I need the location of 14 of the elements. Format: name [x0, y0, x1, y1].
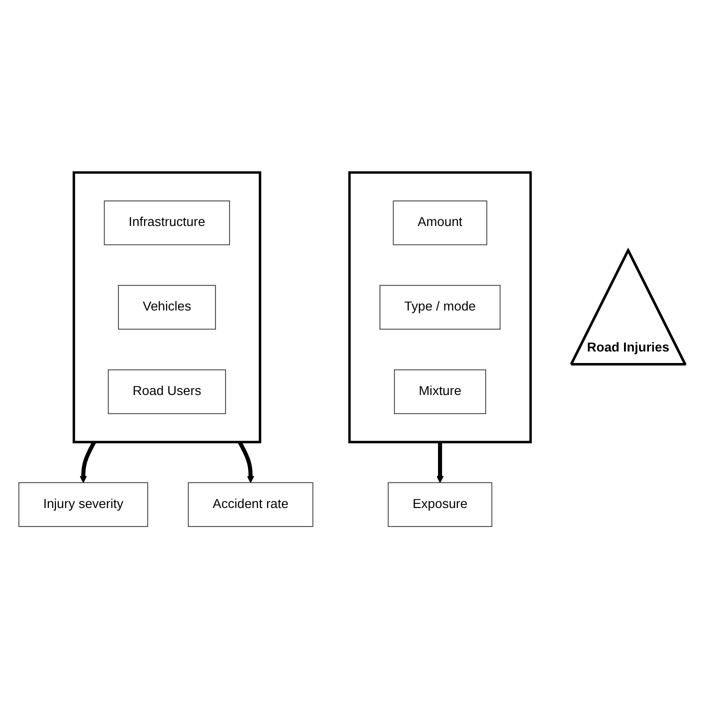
node-box: Injury severity: [18, 482, 148, 527]
node-box: Amount: [392, 200, 487, 246]
arrow: [237, 441, 254, 483]
node-box: Accident rate: [187, 482, 313, 527]
node-box: Vehicles: [117, 284, 216, 330]
cluster: [72, 171, 261, 444]
node-box: Exposure: [387, 482, 492, 527]
node-box: Infrastructure: [103, 200, 230, 246]
arrow: [79, 441, 96, 483]
arrow: [436, 442, 444, 483]
node-box: Mixture: [393, 369, 486, 414]
node-box: Type / mode: [379, 284, 500, 330]
node-box: Road Users: [107, 369, 226, 414]
cluster: [348, 171, 532, 444]
